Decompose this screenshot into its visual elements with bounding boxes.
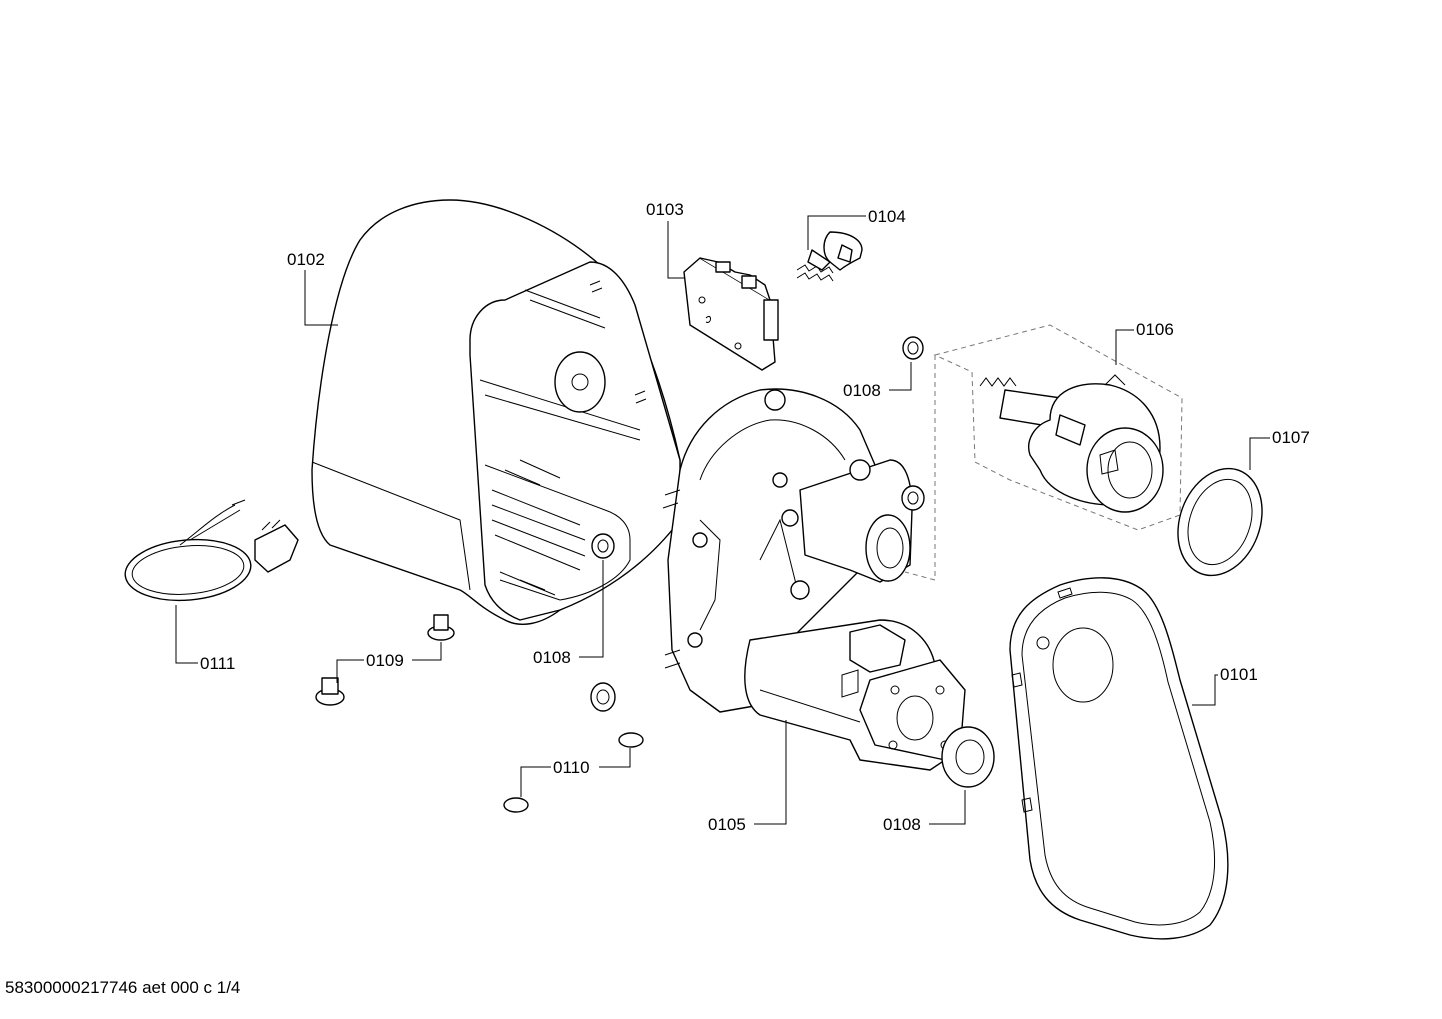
- bushing-part-left: [590, 533, 616, 712]
- svg-text:0101: 0101: [1220, 665, 1258, 684]
- sealing-ring-part: [1177, 467, 1263, 577]
- assembly-axis-line: [904, 355, 936, 581]
- svg-text:0108: 0108: [843, 381, 881, 400]
- svg-text:0105: 0105: [708, 815, 746, 834]
- housing-cover-part: [311, 199, 681, 626]
- power-cable-part: [124, 499, 299, 602]
- gear-assembly-part: [933, 324, 1183, 531]
- label-0110: 0110: [520, 748, 631, 797]
- cap-part: [503, 732, 644, 813]
- svg-text:0110: 0110: [553, 758, 590, 777]
- bushing-part-upper: [901, 336, 925, 511]
- label-0106: 0106: [1115, 320, 1174, 365]
- label-0108-left: 0108: [533, 560, 604, 667]
- svg-text:0104: 0104: [868, 207, 906, 226]
- svg-text:0103: 0103: [646, 200, 684, 219]
- bearing-ring-part: [941, 726, 995, 788]
- circuit-board-part: [683, 257, 779, 371]
- document-id-footer: 58300000217746 aet 000 c 1/4: [5, 978, 241, 997]
- label-0108-lower: 0108: [883, 790, 966, 834]
- motor-gearbox-part: [662, 388, 966, 771]
- label-0103: 0103: [646, 200, 684, 279]
- switch-with-spring-part: [796, 231, 863, 282]
- rubber-foot-part: [315, 614, 455, 706]
- label-0107: 0107: [1249, 428, 1310, 470]
- label-0104: 0104: [807, 207, 906, 250]
- svg-text:0107: 0107: [1272, 428, 1310, 447]
- svg-text:0108: 0108: [533, 648, 571, 667]
- svg-text:0111: 0111: [200, 654, 235, 673]
- label-0101: 0101: [1192, 665, 1258, 706]
- label-0102: 0102: [287, 250, 338, 326]
- svg-text:0108: 0108: [883, 815, 921, 834]
- svg-text:0106: 0106: [1136, 320, 1174, 339]
- svg-text:0102: 0102: [287, 250, 325, 269]
- label-0111: 0111: [175, 605, 235, 673]
- label-0105: 0105: [708, 720, 787, 834]
- front-cover-part: [1009, 577, 1229, 940]
- svg-text:0109: 0109: [366, 651, 404, 670]
- label-0109: 0109: [336, 642, 442, 683]
- label-0108-upper: 0108: [843, 362, 912, 400]
